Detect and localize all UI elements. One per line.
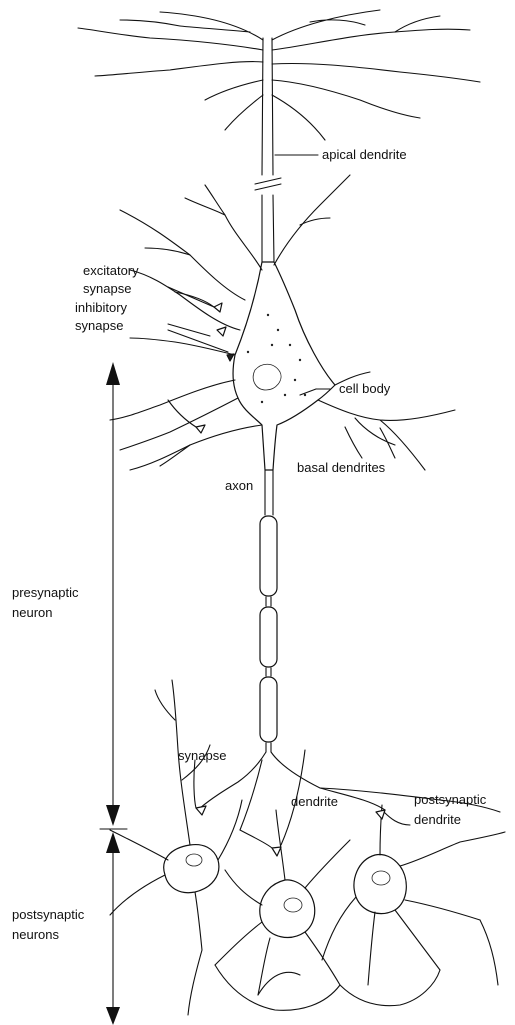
presynaptic-cell-body <box>233 262 335 470</box>
excitatory-synapse-knob <box>214 303 222 312</box>
synapse-knob <box>196 806 206 815</box>
label-inhibitory-synapse-line1: inhibitory <box>75 300 128 315</box>
postsynaptic-neurons <box>110 680 505 1015</box>
label-excitatory-synapse-line1: excitatory <box>83 263 139 278</box>
postsynaptic-extent-arrow <box>106 832 120 1025</box>
label-basal-dendrites: basal dendrites <box>297 460 386 475</box>
label-postsynaptic-neurons-line2: neurons <box>12 927 59 942</box>
labels: apical dendrite excitatory synapse inhib… <box>12 147 487 942</box>
label-presynaptic-neuron-line1: presynaptic <box>12 585 79 600</box>
leader-lines <box>168 155 410 845</box>
label-synapse: synapse <box>178 748 226 763</box>
label-postsynaptic-neurons-line1: postsynaptic <box>12 907 85 922</box>
label-presynaptic-neuron-line2: neuron <box>12 605 52 620</box>
label-axon: axon <box>225 478 253 493</box>
label-postsynaptic-dendrite-line1: postsynaptic <box>414 792 487 807</box>
upper-dendrites <box>110 175 350 450</box>
label-cell-body: cell body <box>339 381 391 396</box>
label-postsynaptic-dendrite-line2: dendrite <box>414 812 461 827</box>
label-apical-dendrite: apical dendrite <box>322 147 407 162</box>
axon <box>200 470 500 830</box>
label-excitatory-synapse-line2: synapse <box>83 281 131 296</box>
apical-dendrite <box>78 10 480 262</box>
label-inhibitory-synapse-line2: synapse <box>75 318 123 333</box>
presynaptic-extent-arrow <box>106 362 120 826</box>
inhibitory-synapse-knob <box>227 354 234 361</box>
label-dendrite: dendrite <box>291 794 338 809</box>
